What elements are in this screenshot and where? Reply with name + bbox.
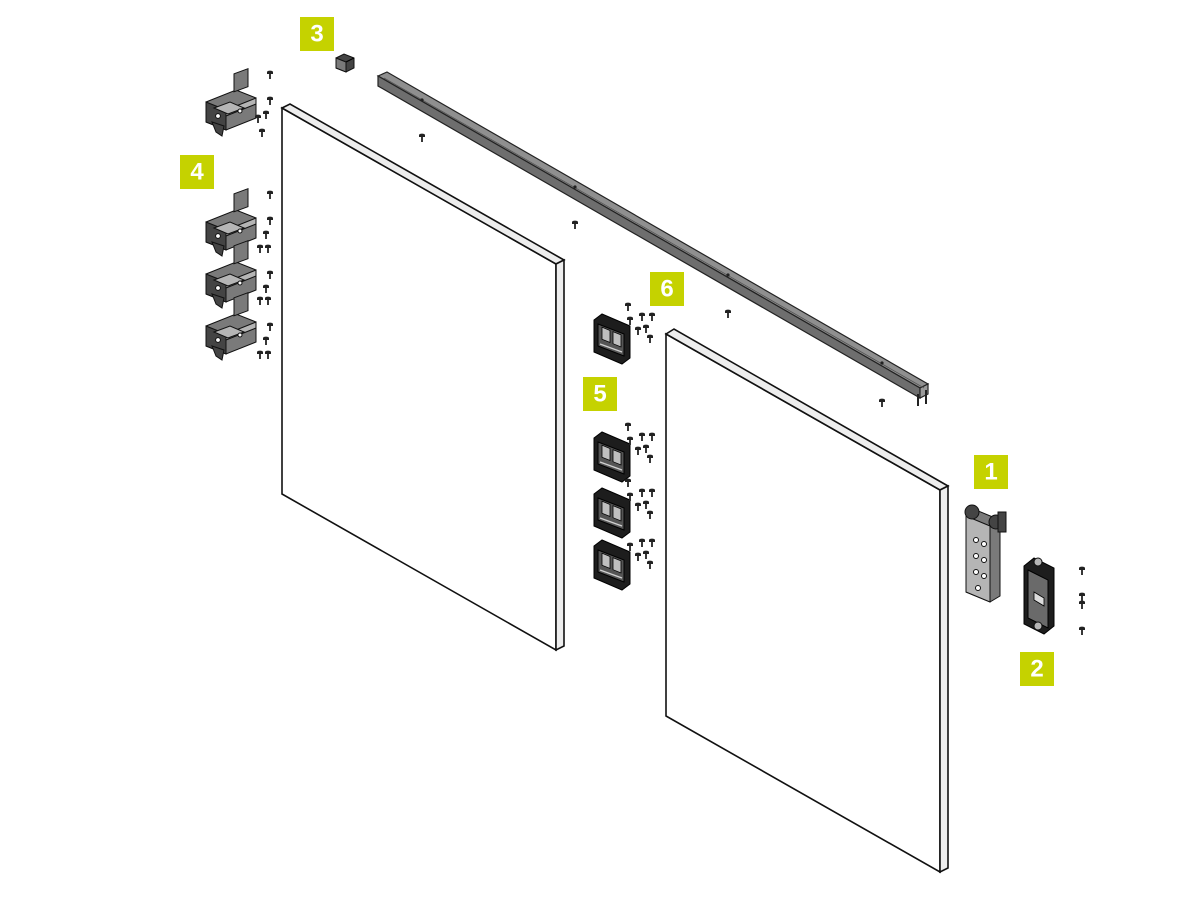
callout-3-box (300, 17, 334, 51)
callout-5-box (583, 377, 617, 411)
callout-4: 4 (180, 155, 214, 189)
callout-2-label: 2 (1030, 656, 1043, 683)
callout-1-box (974, 455, 1008, 489)
top-fixing-brackets (205, 68, 257, 361)
center-guide (593, 313, 631, 365)
callout-6-label: 6 (660, 276, 673, 303)
bottom-guides (593, 431, 631, 591)
callout-4-label: 4 (190, 159, 204, 186)
door-panel-right (664, 328, 950, 874)
door-panel-left (280, 103, 566, 652)
callout-2-box (1020, 652, 1054, 686)
callout-6: 6 (650, 272, 684, 306)
callout-1: 1 (974, 455, 1008, 489)
callout-5-label: 5 (593, 381, 606, 408)
roller-carriage (964, 504, 1007, 603)
callout-3: 3 (300, 17, 334, 51)
track-stopper (335, 53, 355, 73)
callout-5: 5 (583, 377, 617, 411)
end-plate-screws (1079, 566, 1085, 635)
callout-1-label: 1 (984, 459, 997, 486)
top-bracket-screws (255, 70, 273, 359)
callout-2: 2 (1020, 652, 1054, 686)
track-rail (376, 71, 930, 406)
callout-3-label: 3 (310, 21, 323, 48)
callout-6-box (650, 272, 684, 306)
end-stop-plate (1023, 557, 1055, 635)
callout-4-box (180, 155, 214, 189)
